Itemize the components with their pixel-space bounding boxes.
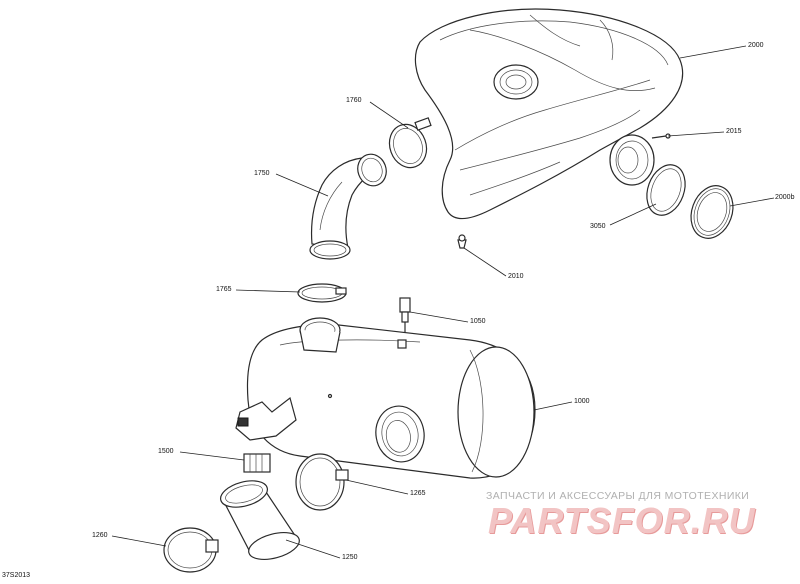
temperature-sensor-part bbox=[399, 297, 411, 332]
callout-3050: 3050 bbox=[590, 223, 606, 230]
airbox-housing-part bbox=[414, 8, 684, 220]
watermark-logo: PARTSFOR.RU bbox=[488, 500, 756, 541]
gasket-part bbox=[646, 164, 686, 216]
callout-1000: 1000 bbox=[574, 398, 590, 405]
callout-1250: 1250 bbox=[342, 554, 358, 561]
rubber-sleeve-part bbox=[220, 480, 300, 561]
resonator-body-part bbox=[235, 317, 536, 479]
callout-1765: 1765 bbox=[216, 286, 232, 293]
callout-1260: 1260 bbox=[92, 532, 108, 539]
ring-nut-part bbox=[690, 185, 734, 239]
callout-2010: 2010 bbox=[508, 273, 524, 280]
leader-lines bbox=[111, 45, 775, 559]
callout-1760: 1760 bbox=[346, 97, 362, 104]
elbow-hose-part bbox=[309, 153, 387, 260]
callout-2015: 2015 bbox=[726, 128, 742, 135]
callout-1750: 1750 bbox=[254, 170, 270, 177]
drain-plug-part bbox=[457, 234, 467, 249]
callout-1500: 1500 bbox=[158, 448, 174, 455]
screw-part bbox=[651, 133, 671, 139]
figure-code: 37S2013 bbox=[2, 572, 31, 579]
middle-hose-clamp-part bbox=[297, 283, 347, 303]
callout-2000b: 2000b bbox=[775, 194, 795, 201]
callout-2000: 2000 bbox=[748, 42, 764, 49]
upper-hose-clamp-part bbox=[388, 117, 432, 169]
watermark-tagline: ЗАПЧАСТИ И АКСЕССУАРЫ ДЛЯ МОТОТЕХНИКИ bbox=[486, 490, 750, 502]
lower-hose-clamp-part bbox=[295, 453, 349, 511]
callout-1265: 1265 bbox=[410, 490, 426, 497]
callout-1050: 1050 bbox=[470, 318, 486, 325]
connector-part bbox=[243, 453, 271, 473]
end-hose-clamp-part bbox=[163, 527, 219, 573]
